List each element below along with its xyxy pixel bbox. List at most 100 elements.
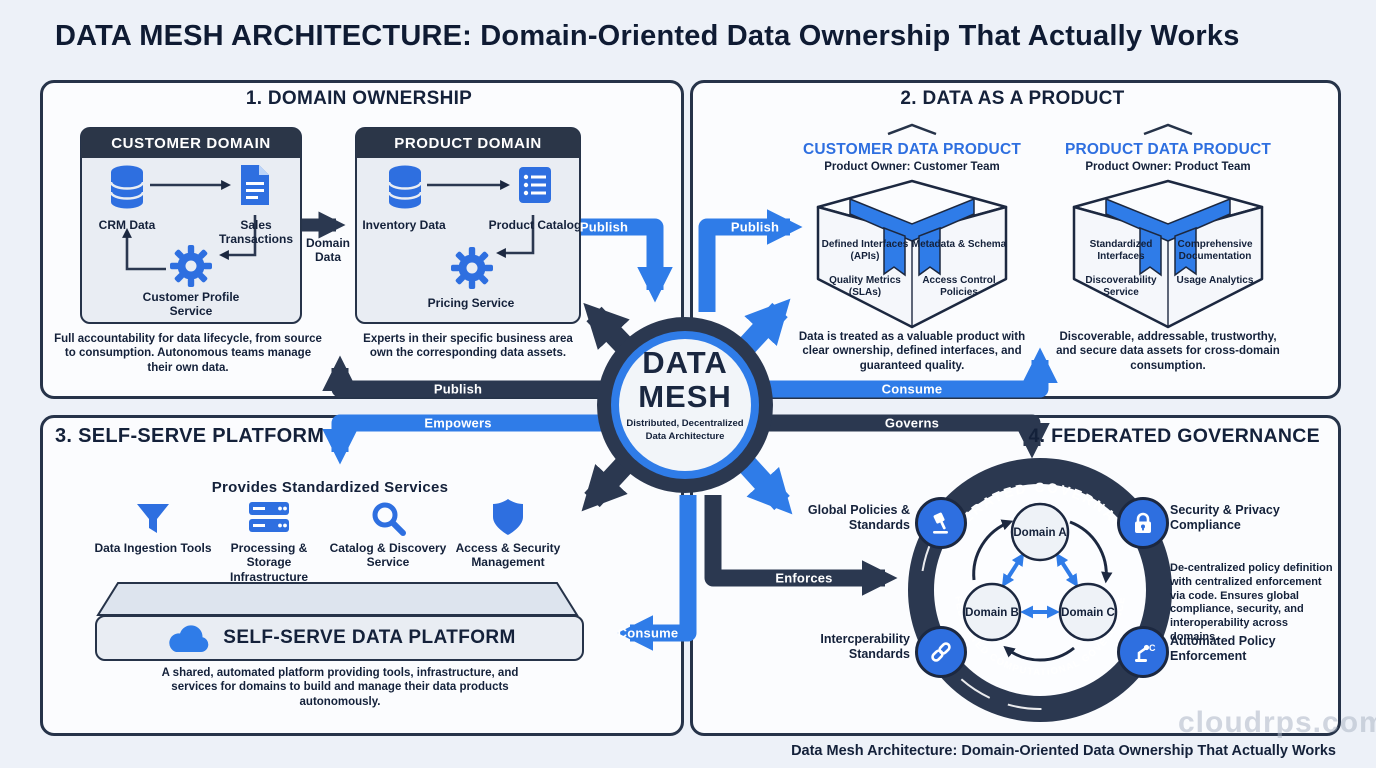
- q3-heading: 3. SELF-SERVE PLATFORM: [55, 425, 325, 447]
- q1-heading: 1. DOMAIN OWNERSHIP: [245, 88, 473, 109]
- flow-label-publish-bottom: Publish: [433, 381, 483, 397]
- q3-caption: A shared, automated platform providing t…: [161, 667, 519, 708]
- self-serve-data-platform-bar: SELF-SERVE DATA PLATFORM: [95, 615, 584, 661]
- feature-label: Quality Metrics (SLAs): [829, 275, 901, 298]
- search-icon: [328, 500, 448, 536]
- customer-data-product-caption: Data is treated as a valuable product wi…: [798, 331, 1026, 372]
- product-domain-card: PRODUCT DOMAIN Inventory Data Product Ca…: [355, 127, 581, 324]
- domain-c-label: Domain C: [1061, 607, 1115, 619]
- arrow-empowers: [322, 414, 650, 465]
- q3-subheading: Provides Standardized Services: [211, 479, 449, 496]
- product-product-box: Standardized Interfaces Comprehensive Do…: [1053, 177, 1283, 329]
- platform-tray: [96, 582, 579, 616]
- gavel-icon: [915, 497, 967, 549]
- product-data-product: PRODUCT DATA PRODUCT Product Owner: Prod…: [1053, 122, 1283, 329]
- domain-b-label: Domain B: [965, 607, 1019, 619]
- feature-label: Usage Analytics: [1176, 275, 1254, 286]
- product-data-product-title: PRODUCT DATA PRODUCT: [1064, 141, 1272, 158]
- service-access-security: Access & Security Management: [448, 499, 568, 570]
- flow-label-consume-left: Consume: [617, 625, 679, 641]
- service-processing-storage: Processing & Storage Infrastructure: [209, 500, 329, 584]
- feature-label: Access Control Policies: [922, 275, 996, 298]
- flow-label-publish-top-right: Publish: [730, 219, 780, 235]
- funnel-icon: [93, 500, 213, 536]
- catalog-list-icon: [519, 167, 551, 203]
- domain-c-node: [1058, 582, 1118, 642]
- sales-transactions-label: Sales Transactions: [218, 218, 294, 246]
- customer-domain-header: CUSTOMER DOMAIN: [81, 128, 301, 158]
- domain-b-node: [962, 582, 1022, 642]
- domain-data-label: Domain Data: [305, 236, 350, 264]
- feature-label: Comprehensive Documentation: [1177, 239, 1253, 262]
- arrow-publish-bottom: [322, 355, 650, 398]
- product-box-icon: [1072, 179, 1264, 329]
- q4-heading: 4. FEDERATED GOVERNANCE: [1028, 425, 1320, 447]
- security-privacy-label: Security & Privacy Compliance: [1170, 503, 1280, 532]
- arrow-consume-right: [720, 347, 1058, 398]
- database-icon: [109, 165, 145, 209]
- server-icon: [209, 500, 329, 536]
- document-icon: [241, 165, 269, 205]
- hub-subtitle-line2: Data Architecture: [645, 431, 725, 442]
- shield-icon: [448, 499, 568, 536]
- flow-label-publish-top-left: Publish: [579, 219, 629, 235]
- hub-title-line1: DATA: [642, 345, 728, 380]
- service-label: Catalog & Discovery Service: [329, 541, 447, 570]
- arrow-enforces: [704, 495, 898, 596]
- product-domain-caption: Experts in their specific business area …: [363, 333, 573, 360]
- domain-a-label: Domain A: [1013, 527, 1066, 539]
- customer-profile-service-label: Customer Profile Service: [142, 290, 240, 318]
- cloud-icon: [169, 625, 209, 652]
- arrow-publish-top-left: [578, 218, 673, 303]
- service-data-ingestion: Data Ingestion Tools: [93, 500, 213, 555]
- interoperability-label: Intercperability Standards: [820, 632, 910, 661]
- service-label: Data Ingestion Tools: [94, 541, 212, 555]
- flow-label-consume-right: Consume: [881, 381, 943, 397]
- panel-self-serve-platform: [40, 415, 684, 736]
- hub-rings: [597, 317, 773, 493]
- feature-label: Defined Interfaces (APIs): [821, 239, 909, 262]
- automated-policy-label: Automated Policy Enforcement: [1170, 634, 1276, 663]
- robot-arm-icon: C: [1117, 626, 1169, 678]
- footer-caption: Data Mesh Architecture: Domain-Oriented …: [791, 743, 1336, 759]
- hub-title-line2: MESH: [638, 379, 732, 414]
- chain-link-icon: [915, 626, 967, 678]
- data-mesh-hub: DATA MESH Distributed, Decentralized Dat…: [593, 313, 777, 497]
- hub-subtitle-line1: Distributed, Decentralized: [626, 418, 744, 429]
- watermark: cloudrps.com: [1178, 706, 1376, 739]
- pricing-service-label: Pricing Service: [427, 296, 515, 310]
- crm-data-label: CRM Data: [98, 218, 156, 232]
- customer-domain-card: CUSTOMER DOMAIN CRM Data Sales Transacti…: [80, 127, 302, 324]
- governance-description: De-centralized policy definition with ce…: [1170, 562, 1333, 643]
- lock-icon: [1117, 497, 1169, 549]
- gear-icon: [170, 245, 212, 287]
- customer-domain-caption: Full accountability for data lifecycle, …: [54, 333, 322, 374]
- customer-product-box: Defined Interfaces (APIs) Metadata & Sch…: [798, 177, 1026, 329]
- page-title-bold: DATA MESH ARCHITECTURE:: [55, 20, 473, 52]
- governance-ring: FEDERATED COVERNANCE FEDERATED COMPUTATI…: [908, 458, 1172, 722]
- global-policies-label: Global Policies & Standards: [807, 503, 910, 532]
- product-domain-arrows: [427, 180, 535, 258]
- flow-label-empowers: Empowers: [424, 415, 492, 431]
- q2-heading: 2. DATA AS A PRODUCT: [900, 88, 1125, 109]
- gear-icon: [451, 247, 493, 289]
- platform-bar-label: SELF-SERVE DATA PLATFORM: [223, 627, 516, 648]
- chevron-up-icon: [887, 123, 937, 136]
- arrow-publish-top-right: [698, 209, 803, 312]
- arrow-governs: [720, 414, 1050, 459]
- feature-label: Metadata & Schema: [911, 239, 1007, 250]
- feature-label: Standardized Interfaces: [1089, 239, 1153, 262]
- customer-data-product: CUSTOMER DATA PRODUCT Product Owner: Cus…: [798, 122, 1026, 329]
- service-label: Access & Security Management: [455, 541, 561, 570]
- product-box-icon: [816, 179, 1008, 329]
- flow-label-governs: Governs: [884, 415, 940, 431]
- customer-data-product-owner: Product Owner: Customer Team: [824, 161, 1000, 173]
- page-title-rest: Domain-Oriented Data Ownership That Actu…: [480, 20, 1240, 52]
- customer-domain-arrows: [122, 180, 257, 271]
- database-icon: [387, 165, 423, 209]
- product-catalog-label: Product Catalog: [488, 218, 582, 232]
- flow-label-enforces: Enforces: [775, 570, 833, 586]
- product-data-product-caption: Discoverable, addressable, trustworthy, …: [1056, 331, 1280, 372]
- feature-label: Discoverability Service: [1085, 275, 1157, 298]
